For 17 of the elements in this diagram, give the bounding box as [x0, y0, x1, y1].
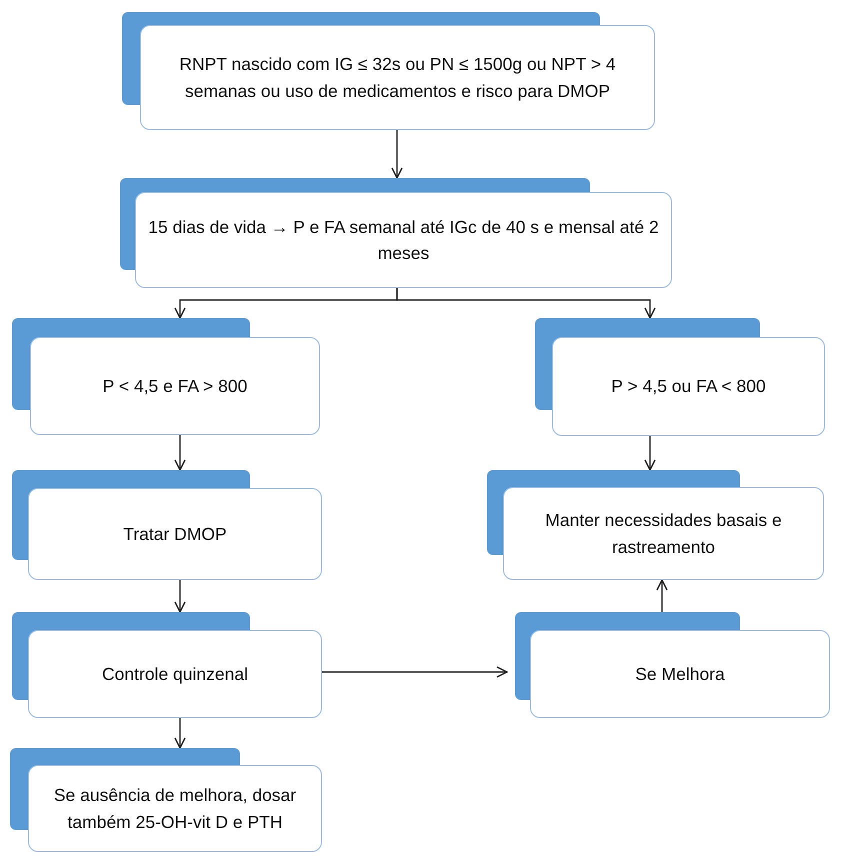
arrow: [322, 666, 508, 678]
arrow: [174, 435, 186, 471]
arrow: [396, 288, 656, 319]
arrow: [391, 130, 403, 179]
box-text: 15 dias de vida → P e FA semanal até IGc de 40 s e mensal até 2 meses: [147, 216, 660, 265]
box-text: P > 4,5 ou FA < 800: [611, 375, 766, 398]
arrow: [656, 579, 668, 612]
box-text: Controle quinzenal: [102, 662, 248, 686]
box-text: RNPT nascido com IG ≤ 32s ou PN ≤ 1500g ou NPT > 4 semanas ou uso de medicamentos e risco para DMOP: [178, 53, 617, 103]
arrow: [644, 436, 656, 471]
box-text: P < 4,5 e FA > 800: [102, 374, 248, 398]
arrow: [174, 580, 186, 613]
box-text: Se ausência de melhora, dosar também 25-OH-vit D e PTH: [52, 784, 298, 834]
box-text: Tratar DMOP: [123, 522, 227, 546]
box-text: Manter necessidades basais e rastreamento: [544, 509, 783, 558]
arrow: [174, 718, 186, 749]
box-text: Se Melhora: [635, 662, 725, 686]
